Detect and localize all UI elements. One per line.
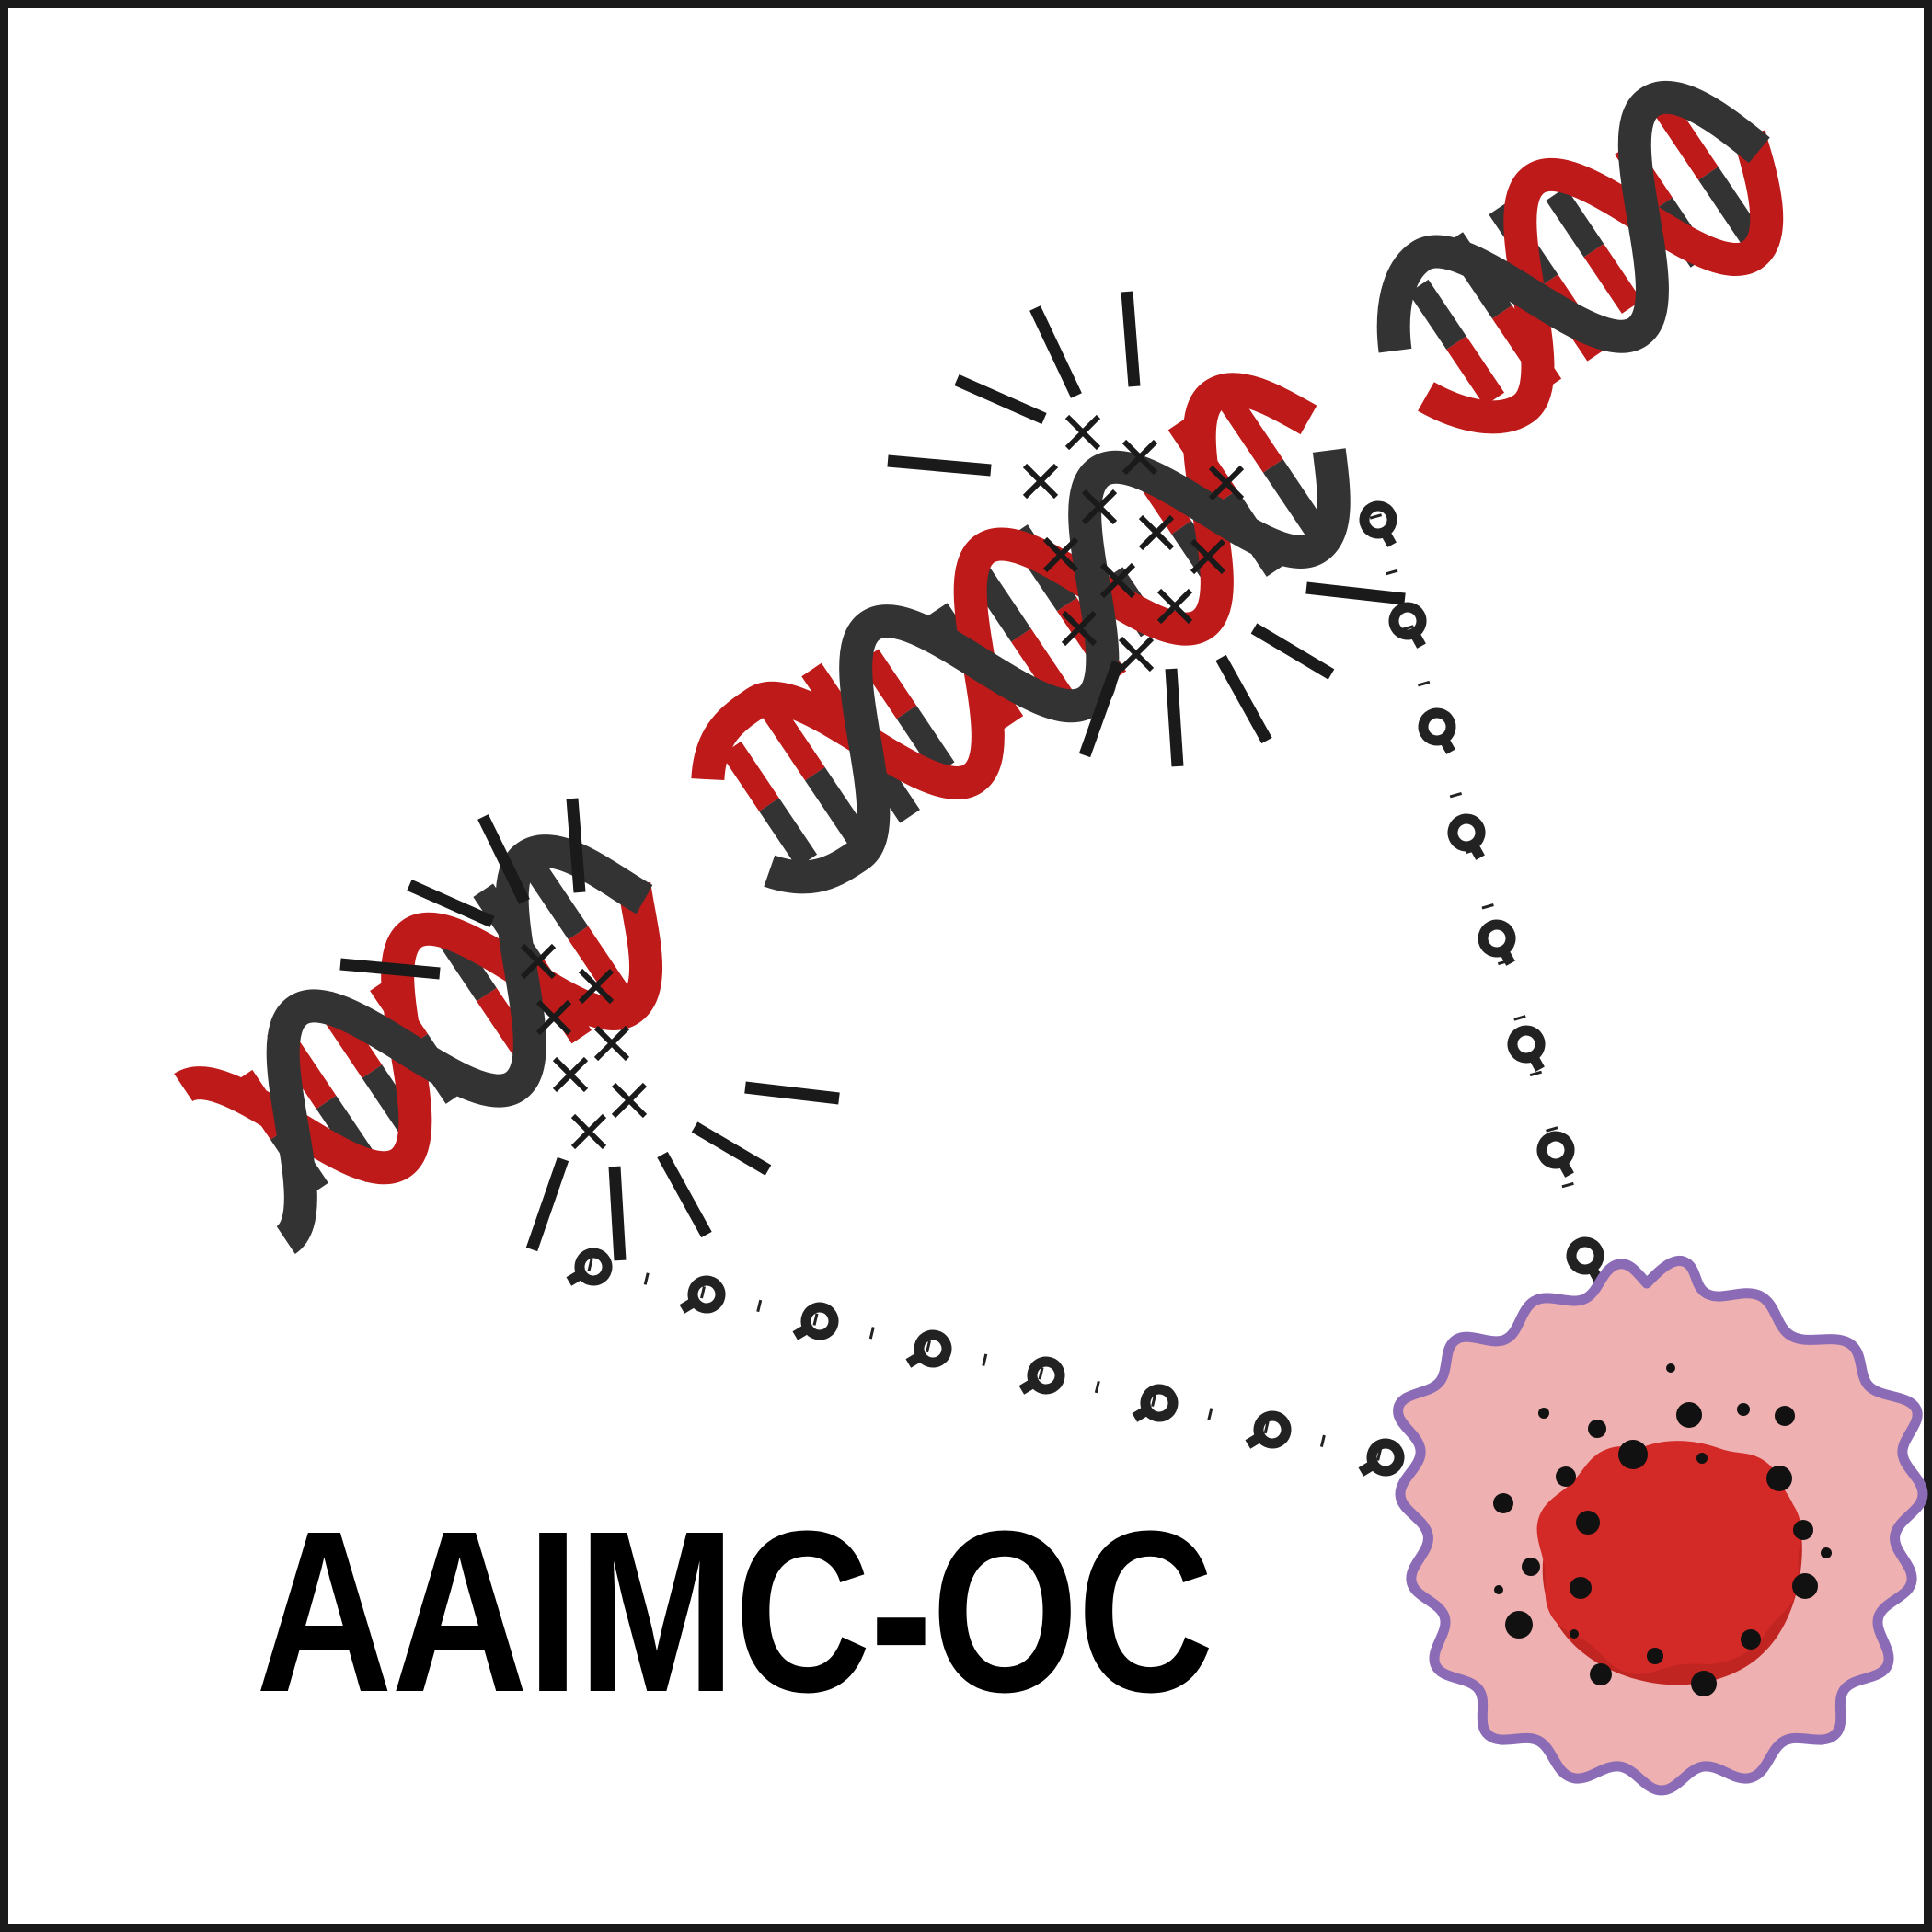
cell-granules	[1493, 1363, 1832, 1696]
dna-damage-site-upper-right	[887, 291, 1406, 767]
dna-strand-dark	[266, 81, 1770, 1254]
dna-strand-red	[174, 130, 1784, 1185]
burst-rays-upper-right	[887, 291, 1406, 767]
page-title: AAIMC-OC	[256, 1483, 1213, 1740]
dna-double-helix	[174, 81, 1784, 1254]
cell-illustration	[1393, 1256, 1928, 1796]
cell-nucleus	[1536, 1441, 1801, 1674]
dna-damage-site-lower-left	[339, 798, 840, 1261]
burst-rays-lower-left	[339, 798, 840, 1261]
